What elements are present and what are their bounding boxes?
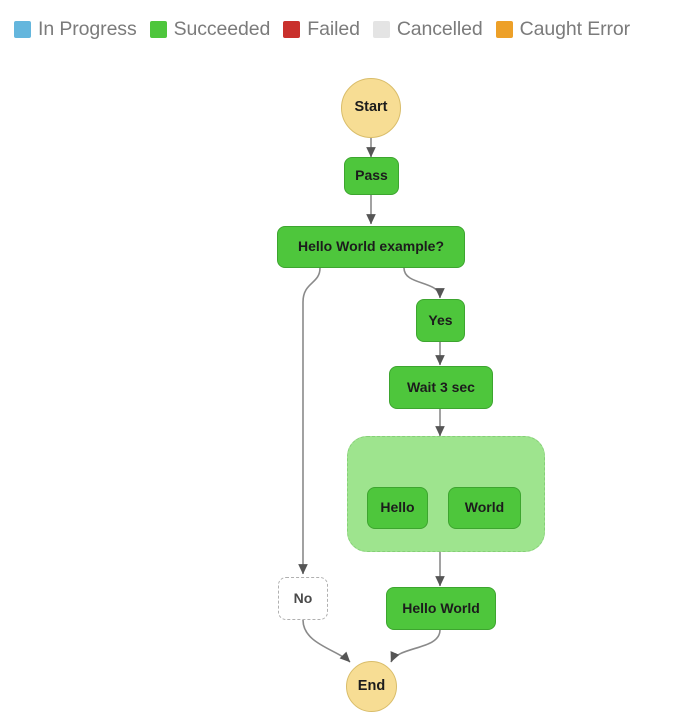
node-pass-label: Pass (355, 167, 388, 184)
node-no[interactable]: No (278, 577, 328, 620)
edge-choice-no (298, 267, 321, 575)
edge-helloworld-end (390, 629, 441, 663)
node-no-label: No (293, 589, 313, 606)
node-end-label: End (357, 677, 386, 694)
node-yes-label: Yes (428, 311, 453, 328)
node-end[interactable]: End (346, 661, 397, 712)
node-hello-world[interactable]: Hello World (386, 587, 496, 630)
legend-swatch-caught-error (495, 20, 513, 38)
node-start-label: Start (354, 99, 388, 116)
legend-swatch-succeeded (149, 20, 167, 38)
edge-no-end (302, 619, 351, 663)
status-legend: In Progress Succeeded Failed Cancelled C… (0, 0, 700, 58)
legend-swatch-in-progress (14, 20, 31, 38)
legend-label-failed: Failed (307, 17, 360, 40)
legend-swatch-failed (283, 20, 301, 38)
node-world[interactable]: World (448, 487, 521, 529)
legend-item-caught-error: Caught Error (495, 17, 631, 41)
node-choice-label: Hello World example? (298, 238, 444, 255)
node-wait-label: Wait 3 sec (407, 378, 475, 395)
legend-label-in-progress: In Progress (38, 17, 137, 40)
legend-item-in-progress: In Progress (14, 18, 137, 41)
legend-item-failed: Failed (283, 18, 360, 41)
node-hello-world-label: Hello World (402, 599, 480, 616)
node-world-label: World (464, 499, 505, 516)
legend-swatch-cancelled (372, 20, 390, 38)
legend-item-cancelled: Cancelled (372, 17, 483, 41)
legend-item-succeeded: Succeeded (149, 17, 271, 41)
node-yes[interactable]: Yes (416, 299, 465, 342)
edge-choice-yes (403, 267, 445, 299)
node-hello[interactable]: Hello (367, 487, 428, 529)
node-start[interactable]: Start (341, 78, 401, 138)
legend-label-caught-error: Caught Error (519, 17, 631, 40)
legend-label-succeeded: Succeeded (173, 17, 271, 40)
node-pass[interactable]: Pass (344, 157, 399, 195)
legend-label-cancelled: Cancelled (396, 17, 483, 40)
node-choice-hello-world-example[interactable]: Hello World example? (277, 226, 465, 268)
node-hello-label: Hello (380, 499, 415, 516)
execution-graph[interactable]: Start Pass Hello World example? Yes Wait… (0, 58, 700, 722)
node-wait-3-sec[interactable]: Wait 3 sec (389, 366, 493, 409)
